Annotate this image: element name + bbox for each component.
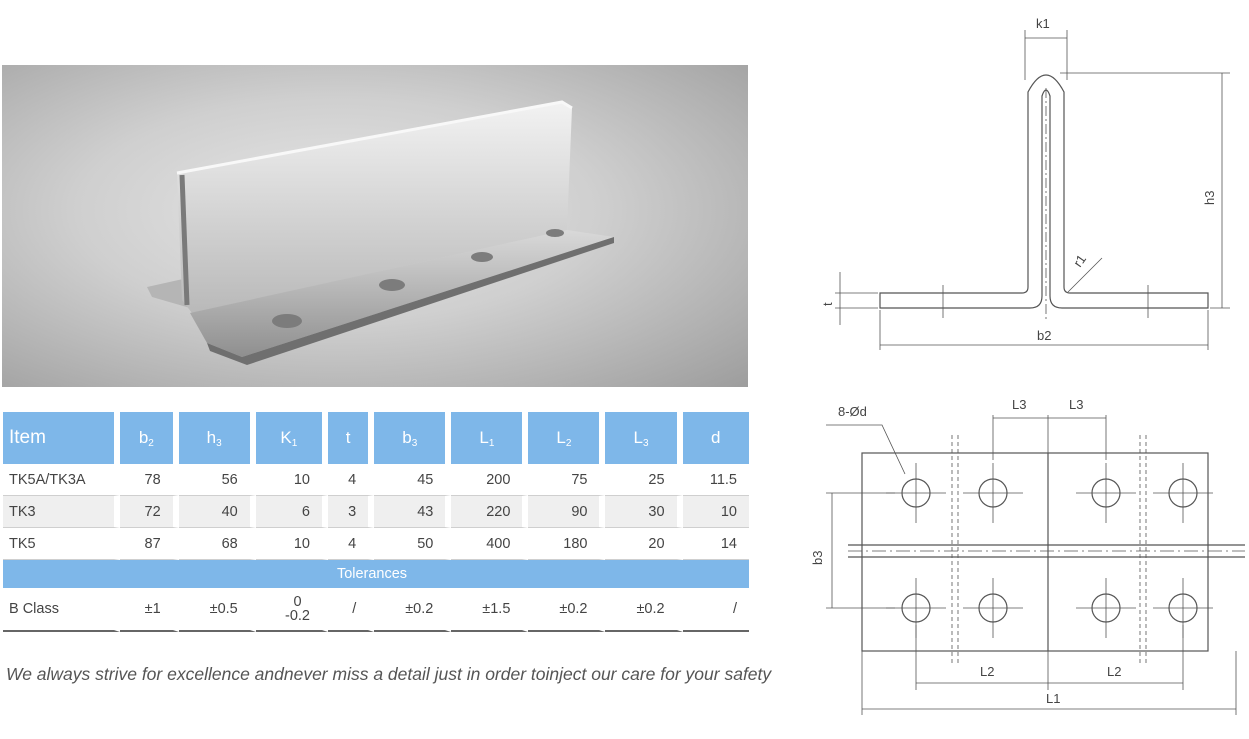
cell: /	[682, 588, 749, 632]
table-header-row: Item b2 h3 K1 t b3 L1 L2 L3 d	[3, 412, 749, 464]
cell: 10	[255, 528, 328, 560]
cell: 90	[528, 496, 606, 528]
cell: 3	[328, 496, 375, 528]
cell: 10	[682, 496, 749, 528]
label-l2-left: L2	[980, 664, 994, 679]
cell: TK3	[3, 496, 120, 528]
tagline: We always strive for excellence andnever…	[6, 664, 772, 684]
cell: 4	[328, 464, 375, 496]
cell: ±0.2	[374, 588, 452, 632]
cell: 6	[255, 496, 328, 528]
cell: 25	[605, 464, 683, 496]
tolerance-values-row: B Class ±1 ±0.5 0 -0.2 / ±0.2 ±1.5 ±0.2 …	[3, 588, 749, 632]
label-b3: b3	[810, 551, 825, 565]
col-header-b2: b2	[120, 412, 179, 464]
cell: 72	[120, 496, 179, 528]
label-holes: 8-Ød	[838, 404, 867, 419]
label-l3-left: L3	[1012, 397, 1026, 412]
col-header-item: Item	[3, 412, 120, 464]
tolerances-row: Tolerances	[3, 560, 749, 588]
label-t: t	[820, 302, 835, 306]
label-b2: b2	[1037, 328, 1051, 343]
col-header-l1: L1	[451, 412, 529, 464]
col-header-l3: L3	[605, 412, 683, 464]
col-header-l2: L2	[528, 412, 606, 464]
cell: ±1.5	[451, 588, 529, 632]
top-view-drawing	[826, 415, 1245, 715]
cell: 50	[374, 528, 452, 560]
col-header-t: t	[328, 412, 375, 464]
col-header-d: d	[682, 412, 749, 464]
cell: 4	[328, 528, 375, 560]
label-l1: L1	[1046, 691, 1060, 706]
cell: ±0.2	[528, 588, 606, 632]
spec-table: Item b2 h3 K1 t b3 L1 L2 L3 d TK5A/TK3A …	[3, 412, 749, 632]
cell: 220	[451, 496, 529, 528]
k1-upper: 0	[293, 593, 302, 610]
cell: B Class	[3, 588, 120, 632]
cell: 200	[451, 464, 529, 496]
label-r1: r1	[1070, 252, 1089, 270]
stacked-tolerance: 0 -0.2	[285, 593, 310, 624]
cell: ±0.2	[605, 588, 683, 632]
side-view-drawing	[835, 30, 1230, 350]
cell: 180	[528, 528, 606, 560]
cell-k1-tolerance: 0 -0.2	[255, 588, 328, 632]
cell: 78	[120, 464, 179, 496]
cell: 20	[605, 528, 683, 560]
cell: ±0.5	[178, 588, 256, 632]
cell: 75	[528, 464, 606, 496]
t-bracket-render	[147, 100, 614, 365]
cell: 30	[605, 496, 683, 528]
cell: ±1	[120, 588, 179, 632]
table-row: TK5A/TK3A 78 56 10 4 45 200 75 25 11.5	[3, 464, 749, 496]
cell: 43	[374, 496, 452, 528]
cell: 56	[178, 464, 256, 496]
table-row: TK3 72 40 6 3 43 220 90 30 10	[3, 496, 749, 528]
cell: 400	[451, 528, 529, 560]
cell: 10	[255, 464, 328, 496]
cell: 68	[178, 528, 256, 560]
col-header-h3: h3	[178, 412, 256, 464]
tolerances-label: Tolerances	[3, 560, 749, 588]
table-row: TK5 87 68 10 4 50 400 180 20 14	[3, 528, 749, 560]
label-l2-right: L2	[1107, 664, 1121, 679]
col-header-k1: K1	[255, 412, 328, 464]
label-l3-right: L3	[1069, 397, 1083, 412]
cell: 87	[120, 528, 179, 560]
cell: 11.5	[682, 464, 749, 496]
cell: 45	[374, 464, 452, 496]
label-k1: k1	[1036, 16, 1050, 31]
cell: 14	[682, 528, 749, 560]
cell: TK5	[3, 528, 120, 560]
cell: 40	[178, 496, 256, 528]
k1-lower: -0.2	[285, 607, 310, 624]
cell: TK5A/TK3A	[3, 464, 120, 496]
col-header-b3: b3	[374, 412, 452, 464]
label-h3: h3	[1202, 191, 1217, 205]
cell: /	[328, 588, 375, 632]
product-photo	[2, 65, 748, 387]
